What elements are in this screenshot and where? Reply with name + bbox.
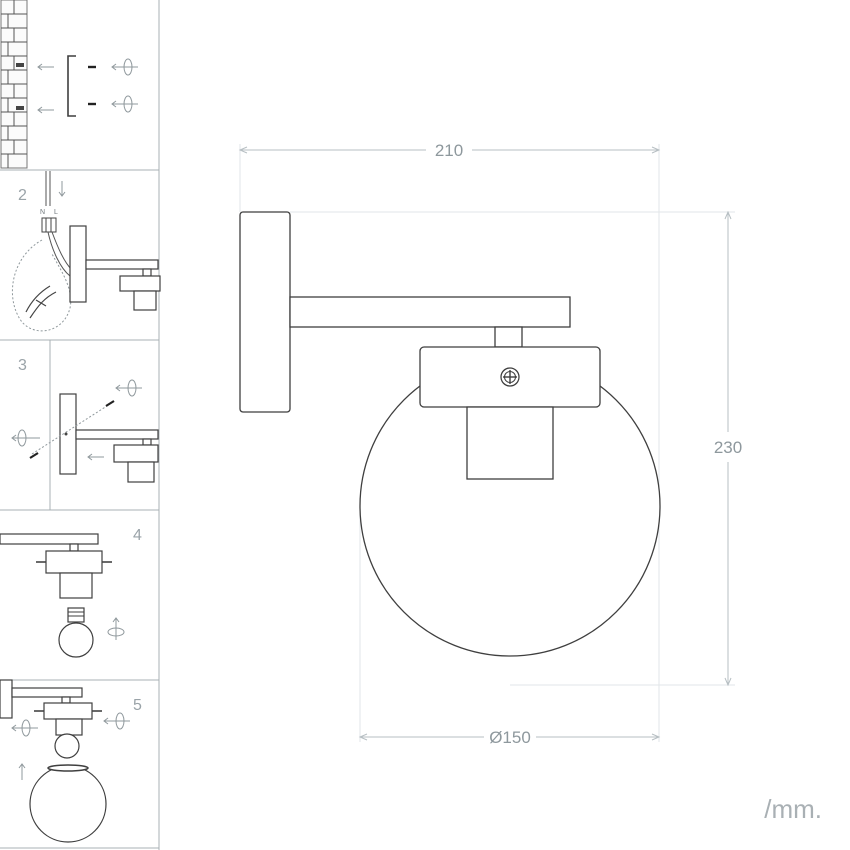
screw-icon (500, 367, 520, 387)
lamp-arm (85, 259, 159, 270)
arrow-down-icon (58, 181, 66, 197)
socket (133, 290, 157, 311)
arrow-left-icon (37, 106, 54, 114)
arrow-left-icon (87, 453, 104, 461)
diameter-dimension: Ø150 (358, 728, 661, 747)
screw-path (31, 403, 111, 455)
wall-plate (69, 225, 87, 303)
lamp-arm (0, 533, 99, 545)
light-bulb-icon (58, 607, 94, 658)
step-number: 4 (133, 527, 142, 544)
step-4-panel: 4 (0, 527, 142, 658)
diameter-value: Ø150 (489, 728, 531, 747)
lamp-arm (11, 687, 83, 698)
rotate-screw-icon (11, 719, 38, 737)
arrow-up-icon (18, 763, 26, 780)
wire-label-l: L (54, 209, 58, 216)
socket (466, 406, 554, 480)
unit-label: /mm. (764, 794, 822, 824)
height-dimension: 230 (714, 210, 742, 687)
main-drawing: 210 230 Ø150 (238, 141, 742, 747)
rotate-screw-icon (111, 58, 138, 76)
zoom-bubble (11, 239, 72, 332)
rotate-screw-icon (115, 379, 142, 397)
rotate-screw-icon (103, 712, 130, 730)
wall-plate (0, 679, 13, 719)
step-3-panel: 3 (11, 340, 159, 510)
step-2-panel: 2 N L (11, 171, 161, 332)
mounting-bracket (67, 55, 76, 117)
lamp-holder (43, 702, 93, 720)
wire-label-n: N (40, 209, 45, 216)
brick-wall (0, 0, 28, 169)
socket (59, 572, 93, 599)
lamp-arm (75, 429, 159, 440)
width-value: 210 (435, 141, 463, 160)
arrow-left-icon (37, 63, 54, 71)
step-number: 3 (18, 357, 27, 374)
wall-lamp (239, 211, 661, 657)
lamp-arm (289, 296, 571, 328)
socket (55, 718, 83, 736)
rotate-screw-icon (11, 429, 40, 447)
socket (127, 461, 155, 483)
height-value: 230 (714, 438, 742, 457)
rotate-bulb-icon (107, 617, 125, 640)
step-5-panel: 5 (0, 679, 142, 843)
rotate-screw-icon (111, 95, 138, 113)
step-1-panel: 1 (0, 0, 138, 169)
wire-detail (25, 285, 57, 319)
step-number: 2 (18, 187, 27, 204)
step-number: 5 (133, 697, 142, 714)
lamp-holder (45, 550, 103, 574)
width-dimension: 210 (238, 141, 661, 160)
glass-globe (29, 764, 107, 843)
arm-connector (494, 326, 523, 348)
lamp-holder (119, 275, 161, 292)
light-bulb-icon (54, 733, 80, 759)
terminal-block (41, 217, 57, 233)
steps-column (0, 0, 160, 850)
lamp-holder (113, 444, 159, 463)
screw-icon (29, 452, 39, 459)
screw-icon (105, 400, 115, 407)
wall-plate (239, 211, 291, 413)
